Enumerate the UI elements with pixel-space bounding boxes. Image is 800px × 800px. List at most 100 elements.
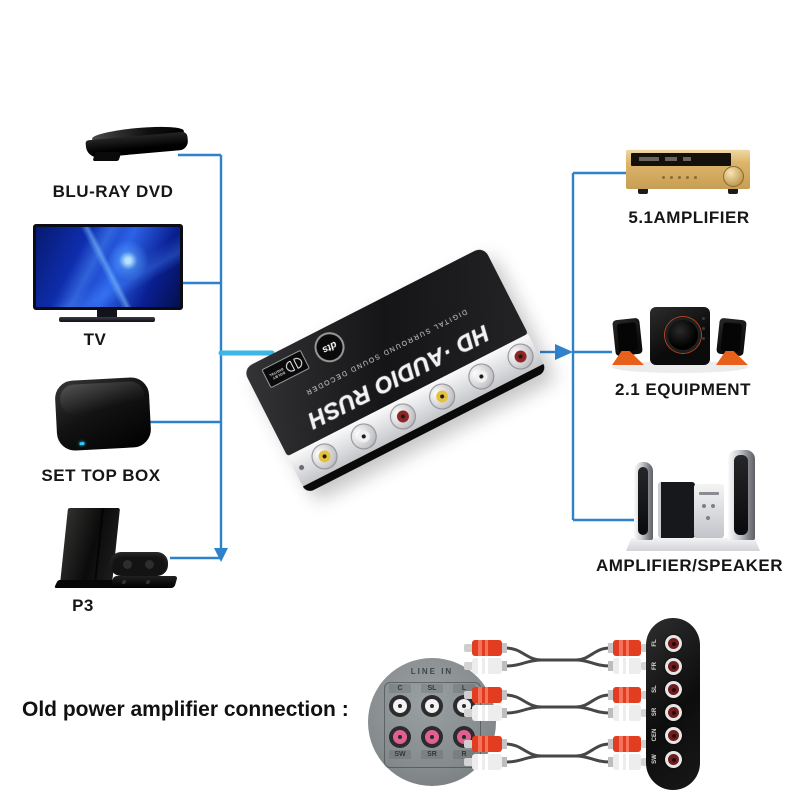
rca-jack-front bbox=[463, 359, 499, 394]
panel-label: SL bbox=[652, 685, 658, 693]
label-51-amplifier: 5.1AMPLIFIER bbox=[628, 208, 750, 227]
tower-grille bbox=[733, 455, 748, 535]
rca-jack-front bbox=[503, 339, 539, 375]
receiver-button bbox=[670, 176, 673, 179]
panel-jack bbox=[665, 658, 682, 675]
receiver-button bbox=[694, 176, 697, 179]
line-in-jack-red bbox=[421, 726, 443, 748]
dts-logo-icon: dts bbox=[309, 327, 350, 368]
line-in-jack-white bbox=[389, 695, 411, 717]
subwoofer-knob bbox=[702, 337, 705, 340]
panel-jack bbox=[665, 727, 682, 744]
tv-image bbox=[33, 224, 183, 324]
console-tower bbox=[60, 508, 120, 584]
tower-grille bbox=[638, 466, 649, 536]
label-tv: TV bbox=[83, 330, 107, 349]
receiver-foot bbox=[638, 189, 648, 194]
panel-label: FL bbox=[652, 639, 658, 647]
rca-cables-image bbox=[462, 638, 652, 772]
line-in-title: LINE IN bbox=[410, 667, 454, 676]
dolby-text: DOLBY DIGITAL bbox=[268, 366, 286, 381]
bottom-caption: Old power amplifier connection : bbox=[22, 698, 349, 721]
gamepad-stick bbox=[123, 560, 132, 569]
volume-knob bbox=[723, 166, 744, 187]
receiver-foot bbox=[728, 189, 738, 194]
label-amplifier-speaker: AMPLIFIER/SPEAKER bbox=[595, 556, 784, 575]
tower-speaker-right bbox=[728, 450, 755, 540]
av-unit-button bbox=[706, 516, 710, 520]
home-theater-speakers-image bbox=[626, 450, 760, 552]
receiver-button bbox=[678, 176, 681, 179]
speaker-shadow bbox=[612, 361, 748, 373]
speaker-21-set-image bbox=[610, 305, 750, 375]
panel-jack bbox=[665, 635, 682, 652]
display-segment bbox=[683, 157, 691, 161]
display-segment bbox=[665, 157, 677, 161]
line-in-label: SL bbox=[421, 684, 443, 693]
rca-jack-front bbox=[424, 378, 460, 414]
tv-stand-neck bbox=[97, 310, 117, 318]
label-p3: P3 bbox=[72, 596, 94, 615]
line-in-label: C bbox=[389, 684, 411, 693]
tv-frame bbox=[33, 224, 183, 310]
line-in-label: SR bbox=[421, 750, 443, 759]
panel-label: FR bbox=[652, 662, 658, 670]
label-set-top-box: SET TOP BOX bbox=[41, 466, 161, 485]
bluray-player-image bbox=[85, 124, 189, 168]
bluray-foot bbox=[92, 152, 122, 161]
rca-jack-front bbox=[385, 398, 421, 434]
label-bluray: BLU-RAY DVD bbox=[52, 182, 174, 201]
rca-jack-front bbox=[346, 418, 382, 454]
satellite-speaker-right bbox=[716, 317, 747, 357]
camera-lens bbox=[145, 580, 151, 584]
receiver-button bbox=[686, 176, 689, 179]
dolby-d-glyph bbox=[293, 356, 305, 370]
screw-icon bbox=[298, 464, 305, 471]
panel-jack bbox=[665, 751, 682, 768]
display-segment bbox=[639, 157, 659, 161]
dolby-d-glyph bbox=[284, 360, 296, 374]
subwoofer-knob bbox=[702, 327, 705, 330]
camera-lens bbox=[121, 580, 127, 584]
line-in-label: R bbox=[453, 750, 475, 759]
av-unit bbox=[694, 484, 724, 538]
gamepad bbox=[110, 552, 168, 576]
tv-screen bbox=[36, 227, 180, 307]
gamepad-stick bbox=[145, 560, 154, 569]
panel-jack bbox=[665, 681, 682, 698]
av-unit-button bbox=[711, 504, 715, 508]
arrow-right-icon bbox=[555, 344, 573, 360]
panel-label: SW bbox=[652, 754, 658, 764]
arrow-down-icon bbox=[214, 548, 228, 562]
center-speaker bbox=[658, 482, 695, 538]
av-receiver-image bbox=[626, 149, 750, 195]
subwoofer-port bbox=[665, 317, 701, 353]
receiver-display bbox=[631, 153, 731, 166]
output-panel-image: FL FR SL SR CEN SW bbox=[646, 618, 700, 790]
game-console-image bbox=[54, 506, 179, 596]
set-top-box-led bbox=[79, 442, 85, 446]
panel-label: CEN bbox=[652, 728, 658, 742]
panel-label: SR bbox=[652, 707, 658, 717]
line-in-outline bbox=[384, 682, 481, 768]
set-top-box-image bbox=[54, 376, 152, 452]
receiver-button bbox=[662, 176, 665, 179]
subwoofer bbox=[650, 307, 710, 365]
console-camera-bar bbox=[110, 576, 178, 588]
line-in-jack-white bbox=[421, 695, 443, 717]
satellite-speaker-left bbox=[612, 317, 643, 357]
av-unit-button bbox=[702, 504, 706, 508]
line-in-label: SW bbox=[389, 750, 411, 759]
line-in-label: L bbox=[453, 684, 475, 693]
speaker-platform bbox=[626, 538, 760, 551]
line-in-jack-red bbox=[389, 726, 411, 748]
label-21-equipment: 2.1 EQUIPMENT bbox=[615, 380, 751, 399]
tv-stand-base bbox=[59, 317, 155, 322]
subwoofer-knob bbox=[702, 317, 705, 320]
av-unit-slot bbox=[699, 492, 719, 495]
dolby-digital-logo-icon: DOLBY DIGITAL bbox=[261, 350, 311, 389]
line-in-panel-image: LINE IN C SL L SW SR R bbox=[368, 658, 496, 786]
tower-speaker-left bbox=[634, 462, 653, 540]
